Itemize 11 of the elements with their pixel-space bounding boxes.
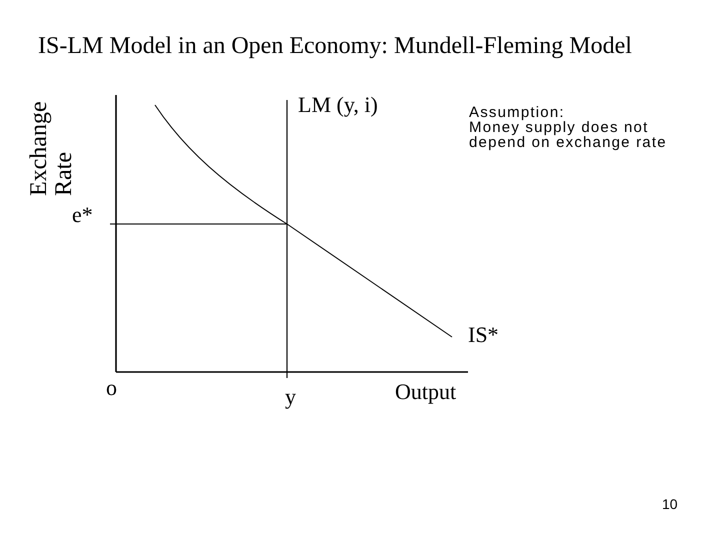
note-heading: Assumption: — [469, 105, 565, 120]
axis-value-label: y — [285, 386, 296, 408]
origin-label: o — [106, 377, 117, 399]
axis-label: Exchange Rate — [27, 100, 77, 196]
axis-label: Output — [395, 381, 456, 403]
note-text: Money supply does not depend on exchange rate — [469, 120, 668, 150]
diagram-title: IS-LM Model in an Open Economy: Mundell-Fleming Model — [38, 34, 632, 58]
curve-label: LM (y, i) — [298, 94, 378, 116]
page-number: 10 — [662, 497, 678, 511]
curve-label: IS* — [468, 324, 499, 346]
axis-value-label: e* — [72, 204, 93, 226]
